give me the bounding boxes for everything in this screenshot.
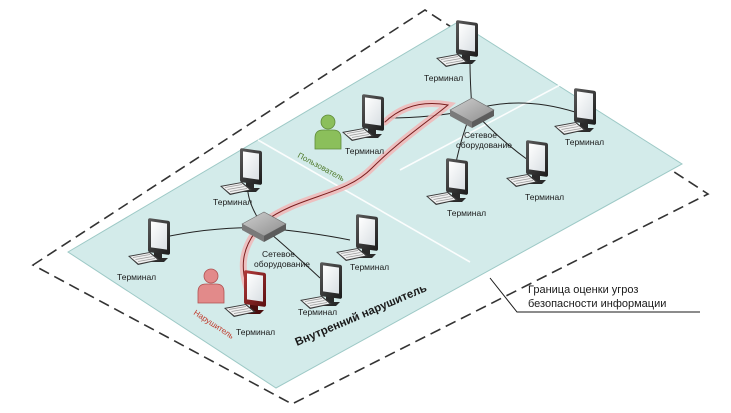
terminal-label: Терминал — [525, 192, 564, 202]
zone-divider — [257, 139, 471, 263]
network-equipment-label: Сетевое — [464, 130, 497, 140]
boundary-label: безопасности информации — [528, 298, 666, 310]
terminal-label: Терминал — [236, 327, 275, 337]
threat-assessment-boundary — [31, 9, 710, 405]
terminal-label: Терминал — [117, 272, 156, 282]
terminal-label: Терминал — [565, 137, 604, 147]
terminal-label: Терминал — [350, 262, 389, 272]
boundary-label: Граница оценки угроз — [528, 284, 638, 296]
attack-path — [239, 100, 457, 304]
terminal-label: Терминал — [298, 307, 337, 317]
terminal-label: Терминал — [447, 208, 486, 218]
terminal-label: Терминал — [345, 146, 384, 156]
terminal-label: Терминал — [424, 73, 463, 83]
boundary-callout-leader — [489, 277, 700, 313]
network-equipment-label: оборудование — [456, 140, 512, 150]
network-equipment-label: оборудование — [254, 259, 310, 269]
network-equipment-label: Сетевое — [262, 249, 295, 259]
terminal-label: Терминал — [213, 197, 252, 207]
zone-divider — [399, 84, 561, 171]
